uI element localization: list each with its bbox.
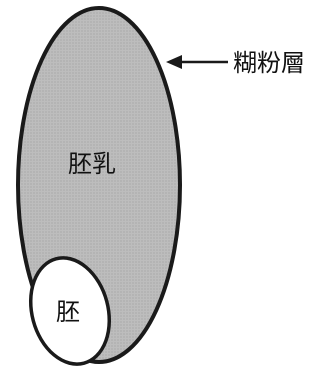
aleurone-arrow — [166, 55, 228, 69]
embryo-shape — [28, 256, 112, 366]
aleurone-label: 糊粉層 — [233, 49, 305, 77]
endosperm-label: 胚乳 — [68, 150, 116, 178]
embryo-label: 胚 — [56, 298, 80, 326]
